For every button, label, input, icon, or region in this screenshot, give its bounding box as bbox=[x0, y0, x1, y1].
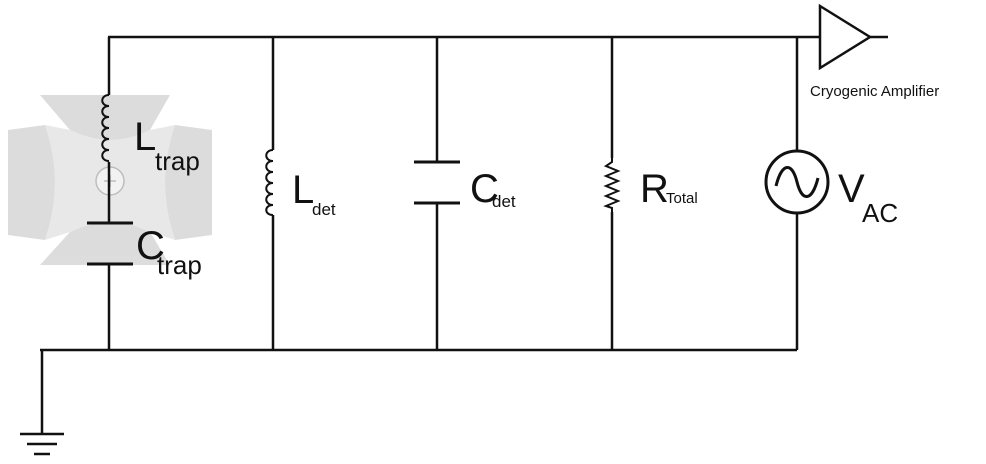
c-det-label-sub: det bbox=[492, 192, 516, 211]
c-trap-label-sub: trap bbox=[157, 250, 202, 280]
ac-source-icon bbox=[764, 149, 830, 215]
r-total-label-main: R bbox=[640, 167, 669, 211]
c-det-label-main: C bbox=[470, 167, 499, 211]
amplifier-icon bbox=[818, 3, 873, 71]
l-det-inductor-icon bbox=[265, 149, 274, 216]
wires bbox=[40, 35, 888, 434]
l-det-label-sub: det bbox=[312, 200, 336, 219]
ground-icon bbox=[20, 432, 64, 456]
l-trap-label-sub: trap bbox=[155, 146, 200, 176]
v-ac-label-main: V bbox=[838, 167, 865, 211]
trap-electrodes-graphic bbox=[8, 95, 212, 265]
c-trap-capacitor-icon bbox=[87, 221, 133, 266]
c-det-capacitor-icon bbox=[414, 160, 460, 205]
l-trap-label-main: L bbox=[134, 115, 156, 159]
r-total-label-sub: Total bbox=[666, 190, 698, 207]
c-trap-label-main: C bbox=[136, 224, 165, 268]
v-ac-label-sub: AC bbox=[862, 198, 898, 228]
l-trap-inductor-icon bbox=[101, 94, 110, 162]
l-det-label-main: L bbox=[292, 168, 314, 212]
r-total-resistor-icon bbox=[603, 158, 621, 212]
amplifier-label: Cryogenic Amplifier bbox=[810, 83, 939, 100]
